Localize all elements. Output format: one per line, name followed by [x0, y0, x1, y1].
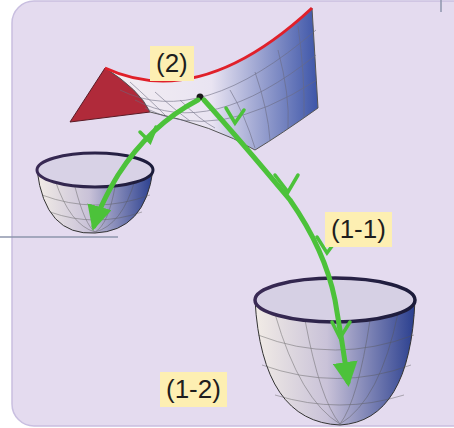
flow-arrow	[94, 100, 350, 382]
panel-ground	[12, 1, 454, 426]
callout-number: (2)	[150, 46, 194, 81]
rule-line	[0, 236, 118, 238]
callout-number: (1-2)	[160, 372, 227, 407]
saddle-surface	[70, 8, 318, 150]
rule-line	[440, 0, 442, 12]
callout-number: (1-1)	[325, 212, 392, 247]
